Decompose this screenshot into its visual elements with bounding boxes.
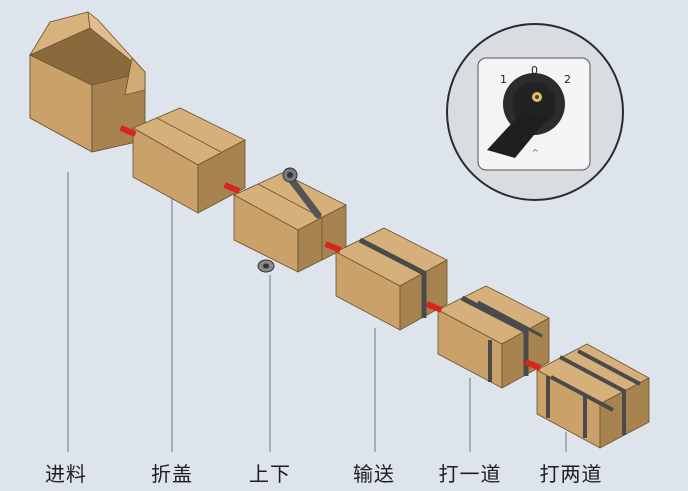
convey-box: [335, 227, 448, 331]
selector-switch-inset: ^: [446, 23, 624, 201]
step-label-fold: 折盖: [151, 462, 193, 486]
connector-2: [223, 182, 241, 194]
step-label-strap-one: 打一道: [438, 462, 502, 486]
connector-4: [425, 301, 443, 313]
strap-two: [546, 349, 641, 438]
step-label-strap-two: 打两道: [539, 462, 603, 486]
guide-lines: [67, 172, 567, 452]
svg-text:^: ^: [532, 148, 539, 157]
connector-5: [524, 359, 542, 371]
switch-position-1: 1: [500, 73, 507, 86]
tape-arm-icon: [282, 167, 322, 219]
strap-one-box: [437, 285, 550, 389]
switch-handle: [487, 112, 548, 158]
step-label-convey: 输送: [353, 462, 395, 486]
connector-3: [324, 241, 342, 253]
tape-roller-icon: [257, 259, 275, 273]
convey-strap: [358, 237, 427, 318]
connector-1: [119, 125, 137, 137]
switch-position-0: 0: [531, 64, 538, 77]
switch-position-2: 2: [564, 73, 571, 86]
updown-box: [233, 172, 347, 273]
folded-box: [132, 107, 246, 214]
step-label-feed: 进料: [45, 462, 87, 486]
connector-links: [119, 125, 542, 371]
step-label-updown: 上下: [249, 462, 291, 486]
